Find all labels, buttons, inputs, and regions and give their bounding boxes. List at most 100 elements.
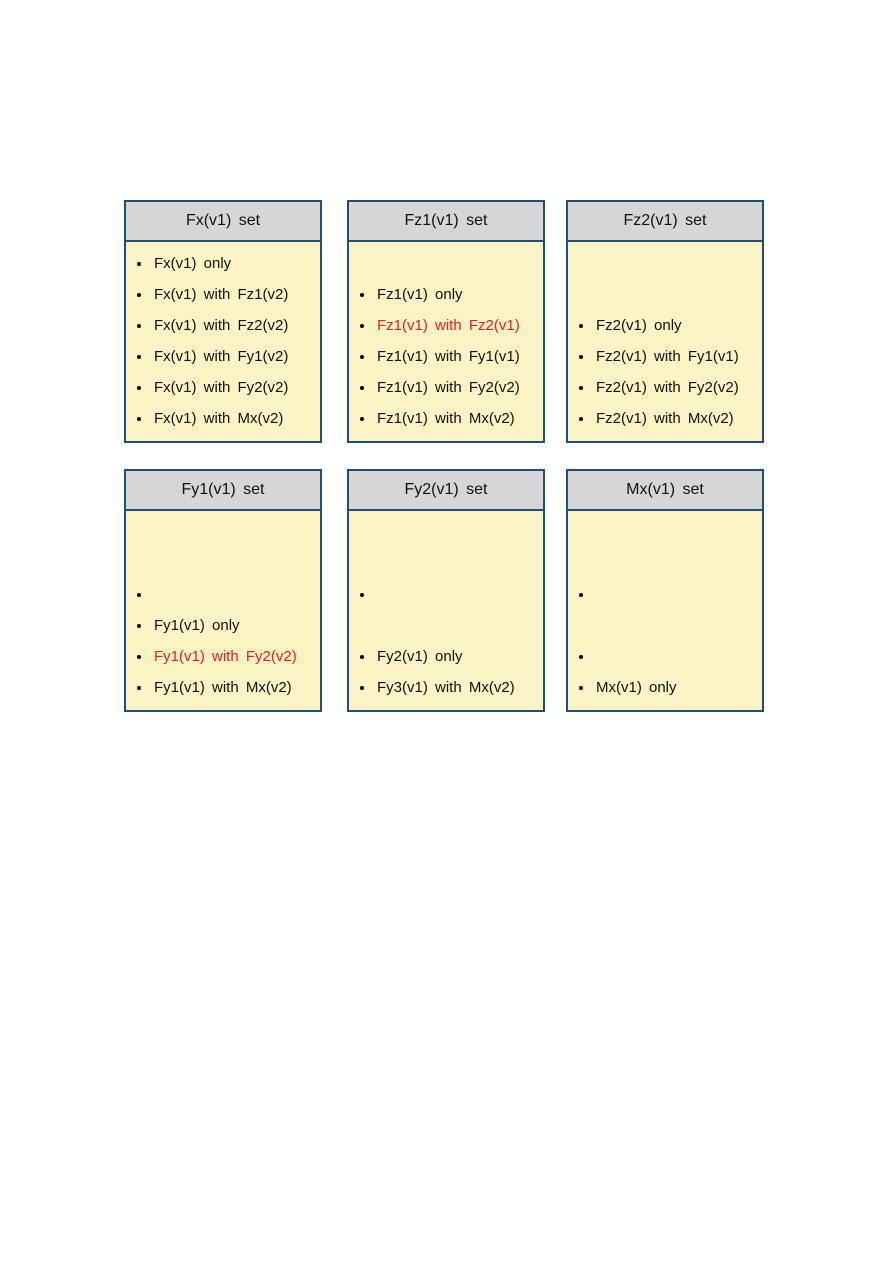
box-title: Fx(v1) set	[185, 212, 261, 229]
list-item: Fx(v1) with Fy1(v2)	[126, 341, 320, 372]
list-item: Fx(v1) only	[126, 248, 320, 279]
set-box-mx: Mx(v1) set Mx(v1) only	[566, 469, 764, 712]
bullet-icon	[137, 623, 141, 628]
bullet-icon	[137, 685, 141, 690]
bullet-icon	[360, 323, 364, 328]
box-title: Fz2(v1) set	[623, 212, 707, 229]
list-item-label: Fz1(v1) with Fy1(v1)	[377, 348, 520, 365]
bullet-icon	[579, 654, 583, 659]
list-item: Fz1(v1) with Mx(v2)	[349, 403, 543, 434]
list-item-label: Fy2(v1) only	[377, 648, 463, 665]
list-item	[126, 517, 320, 548]
list-item: Fx(v1) with Mx(v2)	[126, 403, 320, 434]
list-item: Fz1(v1) only	[349, 279, 543, 310]
list-item: Fz2(v1) only	[568, 310, 762, 341]
bullet-icon	[579, 354, 583, 359]
list-item: Fz1(v1) with Fz2(v1)	[349, 310, 543, 341]
bullet-icon	[579, 385, 583, 390]
list-item: Fz1(v1) with Fy1(v1)	[349, 341, 543, 372]
bullet-icon	[137, 261, 141, 266]
list-item	[568, 248, 762, 279]
bullet-icon	[137, 292, 141, 297]
list-item	[568, 579, 762, 610]
list-item	[126, 548, 320, 579]
bullet-icon	[137, 416, 141, 421]
bullet-icon	[360, 592, 364, 597]
list-item-label: Fx(v1) with Fz2(v2)	[154, 317, 289, 334]
list-item-label: Fx(v1) with Fy1(v2)	[154, 348, 289, 365]
box-header: Mx(v1) set	[568, 471, 762, 511]
list-item: Fx(v1) with Fz1(v2)	[126, 279, 320, 310]
list-item-label: Fz2(v1) with Fy2(v2)	[596, 379, 739, 396]
list-item-label: Fy1(v1) with Fy2(v2)	[154, 648, 297, 665]
list-item-label: Fy1(v1) with Mx(v2)	[154, 679, 292, 696]
list-item	[568, 641, 762, 672]
list-item-label: Fz1(v1) with Mx(v2)	[377, 410, 515, 427]
list-item-label: Fz2(v1) only	[596, 317, 682, 334]
bullet-icon	[360, 385, 364, 390]
bullet-icon	[360, 354, 364, 359]
bullet-icon	[137, 354, 141, 359]
list-item-label: Fz2(v1) with Mx(v2)	[596, 410, 734, 427]
list-item	[568, 517, 762, 548]
list-item-label: Fz1(v1) only	[377, 286, 463, 303]
list-item: Fx(v1) with Fy2(v2)	[126, 372, 320, 403]
bullet-icon	[579, 685, 583, 690]
list-item: Fz2(v1) with Fy2(v2)	[568, 372, 762, 403]
box-body: Mx(v1) only	[568, 511, 762, 703]
box-header: Fx(v1) set	[126, 202, 320, 242]
bullet-icon	[579, 416, 583, 421]
bullet-icon	[579, 323, 583, 328]
list-item: Fy1(v1) only	[126, 610, 320, 641]
bullet-icon	[579, 592, 583, 597]
bullet-icon	[360, 654, 364, 659]
box-header: Fy1(v1) set	[126, 471, 320, 511]
box-title: Fz1(v1) set	[404, 212, 488, 229]
box-header: Fy2(v1) set	[349, 471, 543, 511]
list-item-label: Fx(v1) with Fy2(v2)	[154, 379, 289, 396]
list-item: Fy3(v1) with Mx(v2)	[349, 672, 543, 703]
list-item	[568, 610, 762, 641]
list-item-label: Fy1(v1) only	[154, 617, 240, 634]
list-item	[349, 548, 543, 579]
list-item: Fz1(v1) with Fy2(v2)	[349, 372, 543, 403]
list-item	[349, 610, 543, 641]
box-header: Fz2(v1) set	[568, 202, 762, 242]
list-item-label: Mx(v1) only	[596, 679, 677, 696]
list-item: Fy2(v1) only	[349, 641, 543, 672]
list-item-label: Fx(v1) only	[154, 255, 232, 272]
list-item: Fz2(v1) with Fy1(v1)	[568, 341, 762, 372]
list-item-label: Fz2(v1) with Fy1(v1)	[596, 348, 739, 365]
list-item	[349, 517, 543, 548]
list-item-label: Fz1(v1) with Fy2(v2)	[377, 379, 520, 396]
box-title: Fy1(v1) set	[181, 481, 265, 498]
box-header: Fz1(v1) set	[349, 202, 543, 242]
list-item: Fy1(v1) with Mx(v2)	[126, 672, 320, 703]
bullet-icon	[360, 416, 364, 421]
list-item-label: Fz1(v1) with Fz2(v1)	[377, 317, 520, 334]
list-item-label: Fx(v1) with Mx(v2)	[154, 410, 284, 427]
list-item: Fy1(v1) with Fy2(v2)	[126, 641, 320, 672]
list-item: Fz2(v1) with Mx(v2)	[568, 403, 762, 434]
bullet-icon	[137, 654, 141, 659]
list-item-label: Fy3(v1) with Mx(v2)	[377, 679, 515, 696]
list-item: Mx(v1) only	[568, 672, 762, 703]
bullet-icon	[360, 685, 364, 690]
list-item	[568, 548, 762, 579]
box-title: Fy2(v1) set	[404, 481, 488, 498]
list-item	[349, 579, 543, 610]
bullet-icon	[137, 323, 141, 328]
list-item	[568, 279, 762, 310]
list-item	[126, 579, 320, 610]
bullet-icon	[137, 592, 141, 597]
list-item	[349, 248, 543, 279]
list-item: Fx(v1) with Fz2(v2)	[126, 310, 320, 341]
